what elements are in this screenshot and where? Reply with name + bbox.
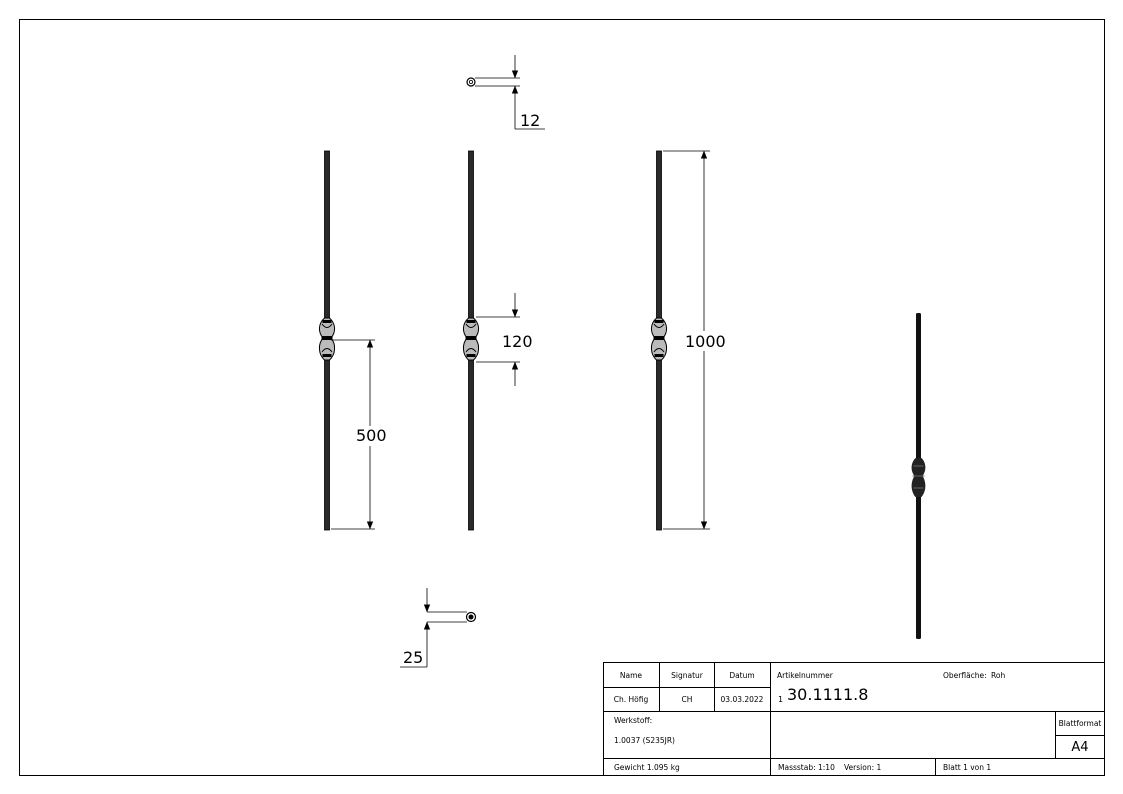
dimension-ornament-position: 500 (356, 426, 387, 445)
title-col-date: Datum (729, 671, 754, 680)
title-article-label: Artikelnummer (777, 671, 834, 680)
section-view-rod (466, 55, 545, 130)
title-material-value: 1.0037 (S235JR) (614, 736, 675, 745)
isometric-view (911, 313, 926, 639)
title-surface-value: Roh (991, 671, 1005, 680)
front-view-2 (462, 150, 520, 531)
dimension-total-length: 1000 (685, 332, 726, 351)
title-version: Version: 1 (844, 763, 881, 772)
title-article-prefix: 1 (778, 695, 783, 704)
title-col-signature: Signatur (671, 671, 704, 680)
title-date-value: 03.03.2022 (721, 695, 764, 704)
drawing-frame (19, 19, 1105, 776)
title-article-number: 30.1111.8 (787, 685, 868, 704)
title-sheet-number: Blatt 1 von 1 (943, 763, 991, 772)
front-view-3 (650, 150, 724, 531)
title-name-value: Ch. Höfig (614, 695, 649, 704)
title-sheet-format-label: Blattformat (1059, 719, 1102, 728)
dimension-ornament-length: 120 (502, 332, 533, 351)
dimension-rod-diameter: 12 (520, 111, 540, 130)
title-scale: Massstab: 1:10 (778, 763, 835, 772)
title-col-name: Name (620, 671, 643, 680)
section-view-ornament (400, 588, 477, 668)
front-view-1 (318, 150, 385, 531)
title-sheet-format-value: A4 (1071, 740, 1088, 755)
title-block (603, 662, 1105, 776)
title-material-label: Werkstoff: (614, 716, 652, 725)
title-weight: Gewicht 1.095 kg (614, 763, 680, 772)
title-surface-label: Oberfläche: (943, 671, 987, 680)
title-signature-value: CH (682, 695, 693, 704)
dimension-ornament-diameter: 25 (403, 648, 423, 667)
